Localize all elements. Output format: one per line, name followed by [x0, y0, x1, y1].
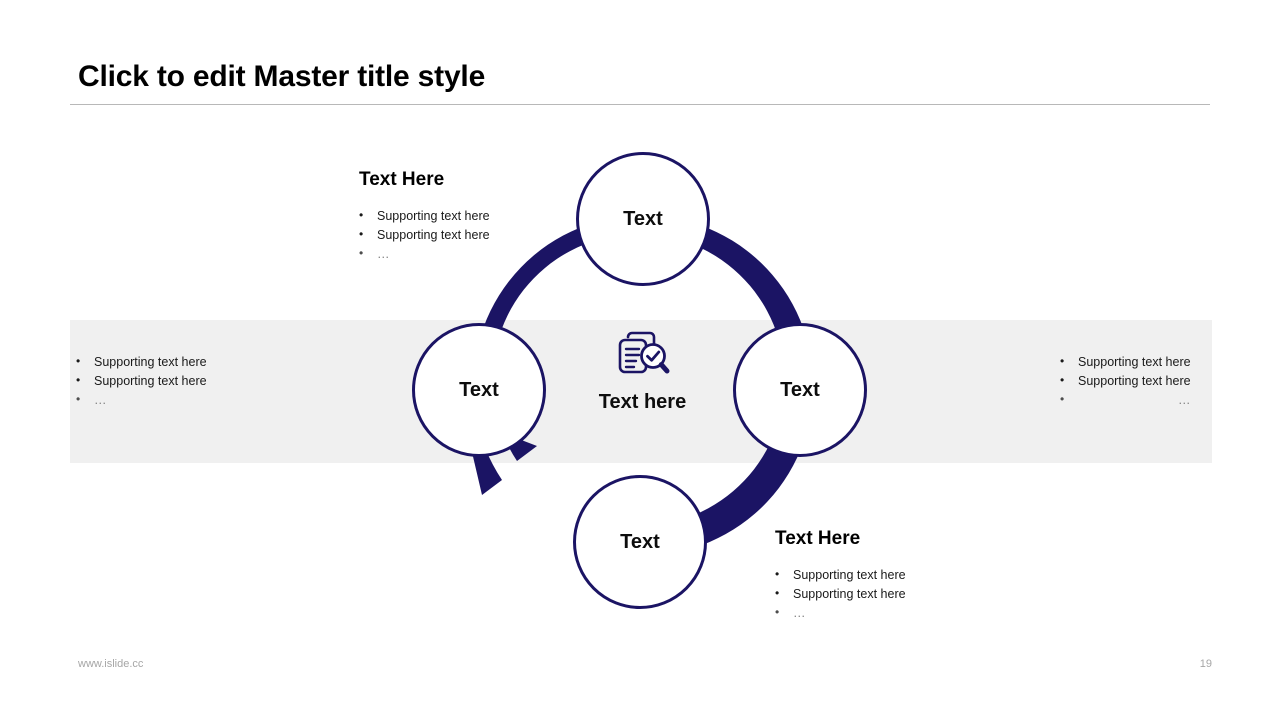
list-item: Supporting text here — [359, 225, 490, 245]
list-item: Supporting text here — [76, 371, 207, 391]
document-review-magnifier-check-icon — [618, 331, 670, 374]
page-title: Click to edit Master title style — [78, 60, 486, 93]
cycle-center-label: Text here — [598, 391, 687, 413]
text-block-bottom-right: Text Here Supporting text here Supportin… — [775, 528, 906, 623]
list-item: Supporting text here — [775, 584, 906, 604]
cycle-node-bottom-label: Text — [620, 530, 660, 553]
cycle-node-left[interactable]: Text — [412, 323, 546, 457]
cycle-node-top[interactable]: Text — [576, 152, 710, 286]
cycle-node-left-label: Text — [459, 378, 499, 401]
list-item: Supporting text here — [76, 352, 207, 372]
text-block-left-bullets: Supporting text here Supporting text her… — [76, 352, 207, 410]
cycle-node-right[interactable]: Text — [733, 323, 867, 457]
cycle-node-bottom[interactable]: Text — [573, 475, 707, 609]
text-block-left: Supporting text here Supporting text her… — [76, 352, 207, 410]
footer-page-number: 19 — [1199, 658, 1212, 670]
footer-website[interactable]: www.islide.cc — [78, 658, 144, 670]
highlight-band — [70, 320, 1212, 463]
cycle-node-right-label: Text — [780, 378, 820, 401]
text-block-top-left-bullets: Supporting text here Supporting text her… — [359, 206, 490, 264]
list-item: Supporting text here — [1060, 371, 1191, 391]
text-block-bottom-right-bullets: Supporting text here Supporting text her… — [775, 565, 906, 623]
list-item: Supporting text here — [1060, 352, 1191, 372]
list-item: … — [775, 603, 906, 623]
text-block-right: Supporting text here Supporting text her… — [1060, 352, 1191, 410]
title-divider — [70, 104, 1210, 105]
list-item: Supporting text here — [775, 565, 906, 585]
list-item: Supporting text here — [359, 206, 490, 226]
list-item: … — [359, 244, 490, 264]
cycle-node-top-label: Text — [623, 207, 663, 230]
text-block-top-left-heading: Text Here — [359, 169, 445, 190]
text-block-top-left: Text Here Supporting text here Supportin… — [359, 169, 490, 264]
text-block-bottom-right-heading: Text Here — [775, 528, 861, 549]
list-item: … — [1060, 390, 1191, 410]
text-block-right-bullets: Supporting text here Supporting text her… — [1060, 352, 1191, 410]
list-item: … — [76, 390, 207, 410]
